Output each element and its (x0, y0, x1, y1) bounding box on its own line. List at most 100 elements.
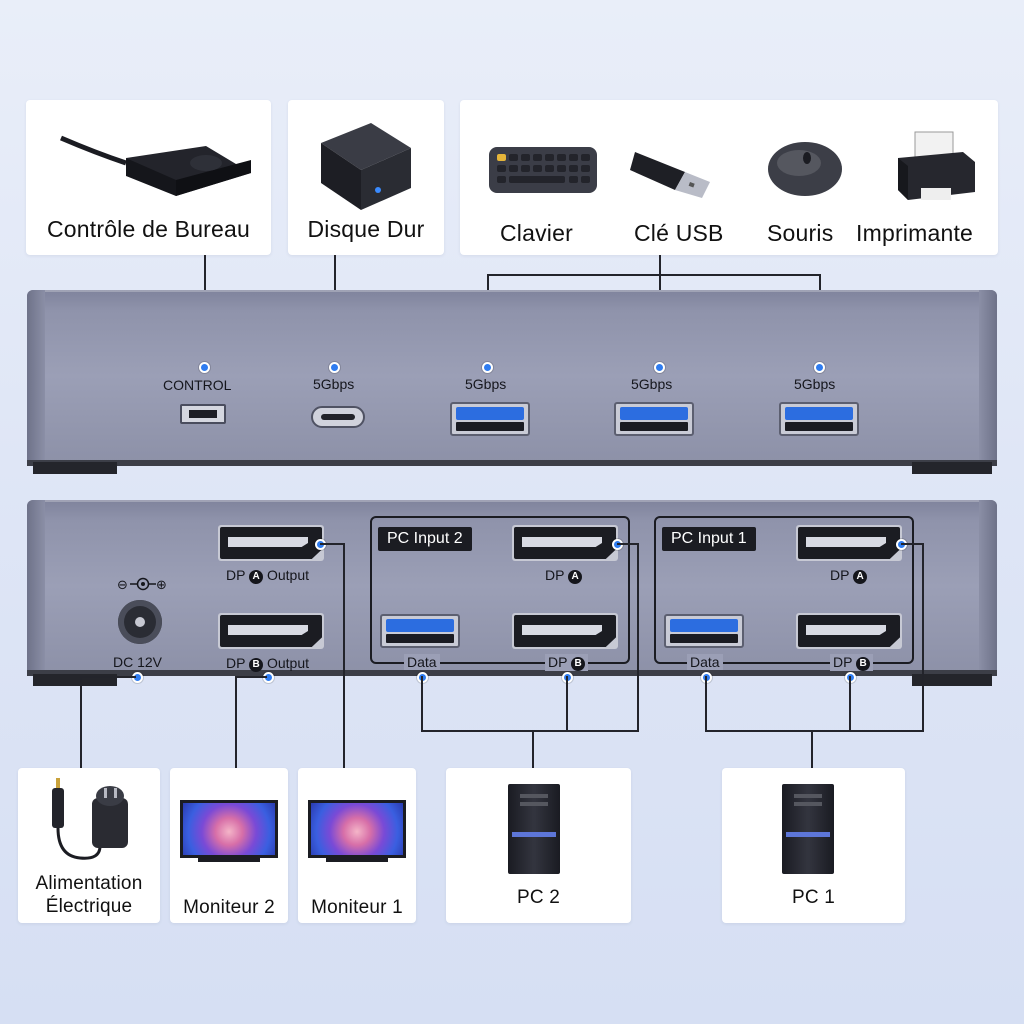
pc1-data-line-v (705, 676, 707, 732)
rear-left-edge (27, 500, 45, 672)
pc1-dp-b-letter: B (856, 657, 871, 671)
pc1-dp-a-line-v (922, 543, 924, 732)
dp-a-output-suffix: Output (266, 567, 310, 583)
rear-base-strip (27, 670, 997, 676)
peripherals-card: Clavier Clé USB Souris Imprimante (460, 100, 998, 255)
pc-1-drive-bay-2 (794, 802, 822, 806)
power-adapter-icon (52, 778, 128, 860)
pc1-dp-a-line-h (901, 543, 924, 545)
pc1-dp-b-label: DP B (830, 654, 874, 671)
dp-b-output-label: DP B Output (226, 655, 309, 672)
dp-a-output-port[interactable] (220, 527, 322, 559)
dp-b-output-line-h (235, 676, 267, 678)
pc1-dp-a-letter: A (853, 570, 868, 584)
dc-label: DC 12V (113, 654, 163, 670)
hard-disk-icon (321, 123, 411, 210)
dp-a-output-line-h (320, 543, 344, 545)
usb3-port-dot (814, 362, 825, 373)
control-mini-usb-port[interactable] (180, 404, 226, 424)
dc-line-v (80, 676, 82, 769)
pc1-data-usb-port[interactable] (664, 614, 744, 648)
dp-b-output-prefix: DP (226, 655, 246, 671)
pc-1-tower-icon (782, 784, 834, 874)
pc-2-drive-bay (520, 794, 548, 798)
pc-1-label: PC 1 (791, 887, 836, 908)
pc1-dp-b-port[interactable] (798, 615, 900, 647)
monitor-2-stand (198, 858, 260, 862)
dp-a-output-letter: A (249, 570, 264, 584)
dc-jack-pin (135, 617, 145, 627)
pc2-line-bar (421, 730, 639, 732)
svg-text:⊖: ⊖ (117, 578, 128, 592)
monitor-2-screen-icon (180, 800, 278, 858)
desk-control-card: Contrôle de Bureau (26, 100, 271, 255)
pc-1-card: PC 1 (722, 768, 905, 923)
pc2-data-label: Data (404, 654, 440, 670)
front-foot-left (33, 462, 117, 474)
usb-key-icon (630, 152, 710, 198)
front-base-strip (27, 460, 997, 466)
monitor-1-label: Moniteur 1 (311, 897, 403, 918)
dp-a-output-prefix: DP (226, 567, 246, 583)
kvm-front-panel (27, 290, 997, 462)
dc-polarity-icon: ⊖ ⊕ (117, 577, 167, 592)
front-usb-a-port-2[interactable] (614, 402, 694, 436)
pc-input-2-group (370, 516, 630, 664)
usb-c-speed-label: 5Gbps (313, 376, 355, 392)
dp-b-output-letter: B (249, 658, 264, 672)
pc2-data-line-v (421, 676, 423, 732)
monitor-1-card: Moniteur 1 (298, 768, 416, 923)
dc-line-h (80, 676, 136, 678)
pc2-dp-a-prefix: DP (545, 567, 565, 583)
pc2-dp-a-line-h (617, 543, 639, 545)
power-supply-card: Alimentation Électrique (18, 768, 160, 923)
pc2-data-usb-port[interactable] (380, 614, 460, 648)
pc2-dp-a-line-v (637, 543, 639, 732)
pc2-dp-b-prefix: DP (548, 654, 568, 670)
desk-control-switch-icon (60, 135, 251, 196)
hard-disk-card: Disque Dur (288, 100, 444, 255)
usb-key-label: Clé USB (634, 220, 724, 246)
desk-control-label: Contrôle de Bureau (46, 216, 251, 242)
rear-foot-right (912, 674, 992, 686)
pc-input-1-tag: PC Input 1 (662, 527, 756, 551)
monitor-1-screen-icon (308, 800, 406, 858)
pc-2-card: PC 2 (446, 768, 631, 923)
control-port-label: CONTROL (163, 377, 232, 393)
mouse-icon (768, 142, 842, 196)
pc2-line-trunk (532, 730, 534, 769)
pc2-dp-b-port[interactable] (514, 615, 616, 647)
pc-2-label: PC 2 (516, 887, 561, 908)
front-usb-a-port-3[interactable] (779, 402, 859, 436)
pc1-dp-a-prefix: DP (830, 567, 850, 583)
pc2-dp-a-port[interactable] (514, 527, 616, 559)
pc1-line-trunk (811, 730, 813, 769)
monitor-2-label: Moniteur 2 (183, 897, 275, 918)
rear-right-edge (979, 500, 997, 672)
front-foot-right (912, 462, 992, 474)
usb-c-port-dot (329, 362, 340, 373)
dp-a-output-line-v (343, 543, 345, 769)
power-label-line1: Alimentation (35, 873, 143, 894)
front-left-edge (27, 290, 45, 462)
monitor-2-card: Moniteur 2 (170, 768, 288, 923)
mouse-label: Souris (767, 220, 834, 246)
pc2-dp-b-line-v (566, 676, 568, 732)
dc-power-jack[interactable] (118, 600, 162, 644)
pc-input-2-tag: PC Input 2 (378, 527, 472, 551)
svg-text:⊕: ⊕ (156, 578, 167, 592)
dp-b-output-port[interactable] (220, 615, 322, 647)
usb-c-port[interactable] (311, 406, 365, 428)
keyboard-icon (489, 147, 597, 193)
pc-2-tower-icon (508, 784, 560, 874)
printer-icon (898, 131, 975, 200)
pc1-dp-a-port[interactable] (798, 527, 900, 559)
pc-1-accent-strip (786, 832, 830, 837)
pc2-dp-b-letter: B (571, 657, 586, 671)
dp-b-output-suffix: Output (266, 655, 310, 671)
pc1-dp-b-prefix: DP (833, 654, 853, 670)
monitor-1-stand (326, 858, 388, 862)
pc1-data-label: Data (687, 654, 723, 670)
front-usb-a-port-1[interactable] (450, 402, 530, 436)
keyboard-label: Clavier (500, 220, 573, 246)
